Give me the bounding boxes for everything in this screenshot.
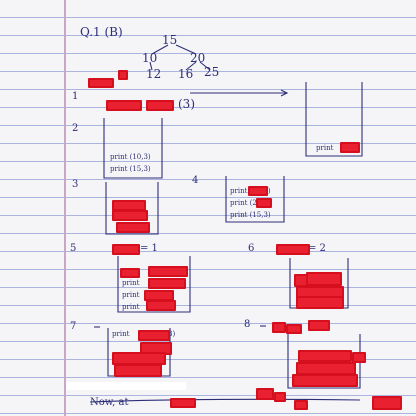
redaction: [170, 398, 196, 408]
redaction: [106, 100, 142, 111]
step5-line-3: print: [122, 303, 140, 311]
step2-stack-item-2: print (15,3): [110, 165, 151, 173]
redaction: [276, 244, 310, 255]
step1-suffix: (3): [178, 97, 195, 111]
white-cover: [66, 382, 186, 390]
redaction: [296, 296, 344, 309]
step6-lhs: = 2: [308, 243, 326, 254]
step-number-1: 1: [72, 91, 79, 102]
redaction: [292, 374, 358, 387]
redaction: [272, 322, 286, 333]
tree-node-rr: 25: [204, 65, 220, 79]
question-header: Q.1 (B): [80, 25, 123, 39]
redaction: [256, 388, 274, 400]
step2-stack-item-1: print (10,3): [110, 153, 151, 161]
redaction: [120, 268, 140, 278]
tree-node-ll: 12: [146, 67, 162, 81]
redaction: [114, 364, 162, 377]
redaction: [274, 392, 286, 402]
redaction: [298, 350, 352, 362]
step-number-7: 7: [70, 321, 77, 332]
redaction: [286, 324, 302, 334]
redaction: [146, 100, 174, 111]
step-number-8: 8: [244, 319, 251, 330]
step4-stack-item-2: print (20,3): [230, 199, 271, 207]
step5-line-2: print: [122, 291, 140, 299]
redaction: [112, 210, 148, 221]
step-number-4: 4: [192, 175, 199, 186]
step-number-2: 2: [72, 123, 79, 134]
right-stack-item: print: [316, 144, 334, 152]
redaction: [116, 222, 150, 233]
redaction: [148, 266, 188, 277]
redaction: [306, 272, 342, 286]
step7-top-line: print: [112, 330, 130, 338]
tree-node-right: 20: [190, 51, 206, 65]
step-number-5: 5: [70, 243, 77, 254]
redaction: [148, 278, 186, 289]
bottom-note: Now, at: [90, 397, 129, 408]
redaction: [88, 78, 114, 88]
redaction: [138, 330, 170, 341]
redaction: [340, 142, 360, 153]
step7-suffix: 3): [168, 330, 176, 338]
step4-stack-item-3: print (15,3): [230, 211, 271, 219]
tree-node-left: 10: [142, 51, 158, 65]
redaction: [294, 400, 308, 410]
redaction: [308, 320, 330, 331]
step-number-3: 3: [72, 179, 79, 190]
redaction: [118, 70, 128, 80]
step-number-6: 6: [248, 243, 255, 254]
redaction: [146, 300, 176, 311]
tree-node-root: 15: [162, 33, 178, 47]
step5-line-1: print: [122, 279, 140, 287]
step5-lhs: = 1: [140, 243, 158, 254]
tree-node-rl: 16: [178, 67, 194, 81]
redaction: [112, 244, 140, 255]
redaction: [352, 352, 366, 363]
redaction: [256, 198, 272, 208]
margin-line: [64, 0, 66, 416]
redaction: [372, 396, 402, 410]
redaction: [248, 186, 268, 196]
